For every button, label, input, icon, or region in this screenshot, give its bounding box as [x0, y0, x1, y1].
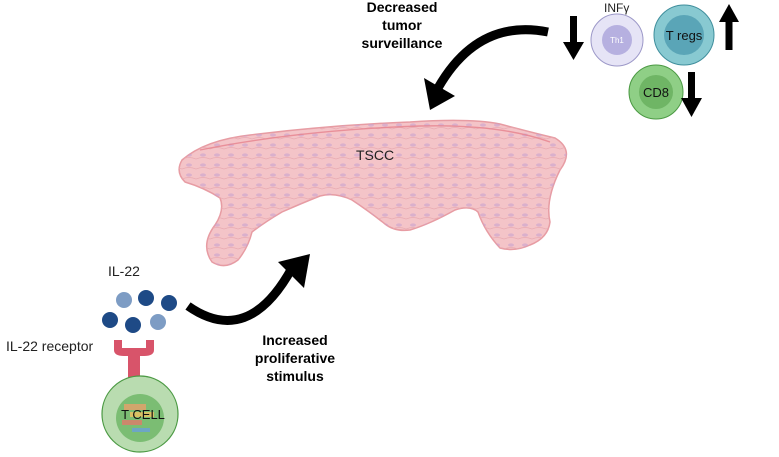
decreased-line-3: surveillance	[362, 35, 443, 51]
decreased-line-2: tumor	[382, 17, 422, 33]
arrow-up-icon	[719, 4, 739, 50]
infg-label: INFγ	[604, 1, 629, 15]
arrow-down-icon	[563, 16, 584, 60]
increased-line-2: proliferative	[255, 350, 335, 366]
cytokine-dot	[116, 292, 132, 308]
curved-arrow-icon	[424, 25, 549, 110]
cytokine-dot	[161, 295, 177, 311]
tregs-label: T regs	[666, 28, 703, 43]
th1-label: Th1	[610, 36, 624, 45]
il22-receptor-label: IL-22 receptor	[6, 338, 93, 354]
t-cell: T CELL	[101, 375, 179, 453]
increased-stimulus-label: Increased proliferative stimulus	[255, 332, 335, 384]
decreased-line-1: Decreased	[367, 0, 438, 15]
tscc-label: TSCC	[356, 147, 394, 163]
il22-cytokines	[102, 290, 177, 333]
increased-line-3: stimulus	[266, 368, 324, 384]
il22-receptor	[114, 340, 154, 385]
arrow-down-icon	[681, 72, 702, 117]
cytokine-dot	[150, 314, 166, 330]
cytokine-dot	[102, 312, 118, 328]
cytokine-dot	[125, 317, 141, 333]
increased-line-1: Increased	[262, 332, 327, 348]
tscc-tissue: TSCC	[178, 119, 568, 267]
cytokine-dot	[138, 290, 154, 306]
cd8-cell: CD8	[628, 64, 684, 120]
tcell-label: T CELL	[121, 407, 165, 422]
cd8-label: CD8	[643, 85, 669, 100]
decreased-surveillance-label: Decreased tumor surveillance	[362, 0, 443, 51]
th1-cell: INFγ Th1	[590, 1, 644, 67]
curved-arrow-icon	[185, 254, 310, 325]
tregs-cell: T regs	[653, 4, 715, 66]
tissue-texture	[179, 120, 567, 266]
il22-label: IL-22	[108, 263, 140, 279]
